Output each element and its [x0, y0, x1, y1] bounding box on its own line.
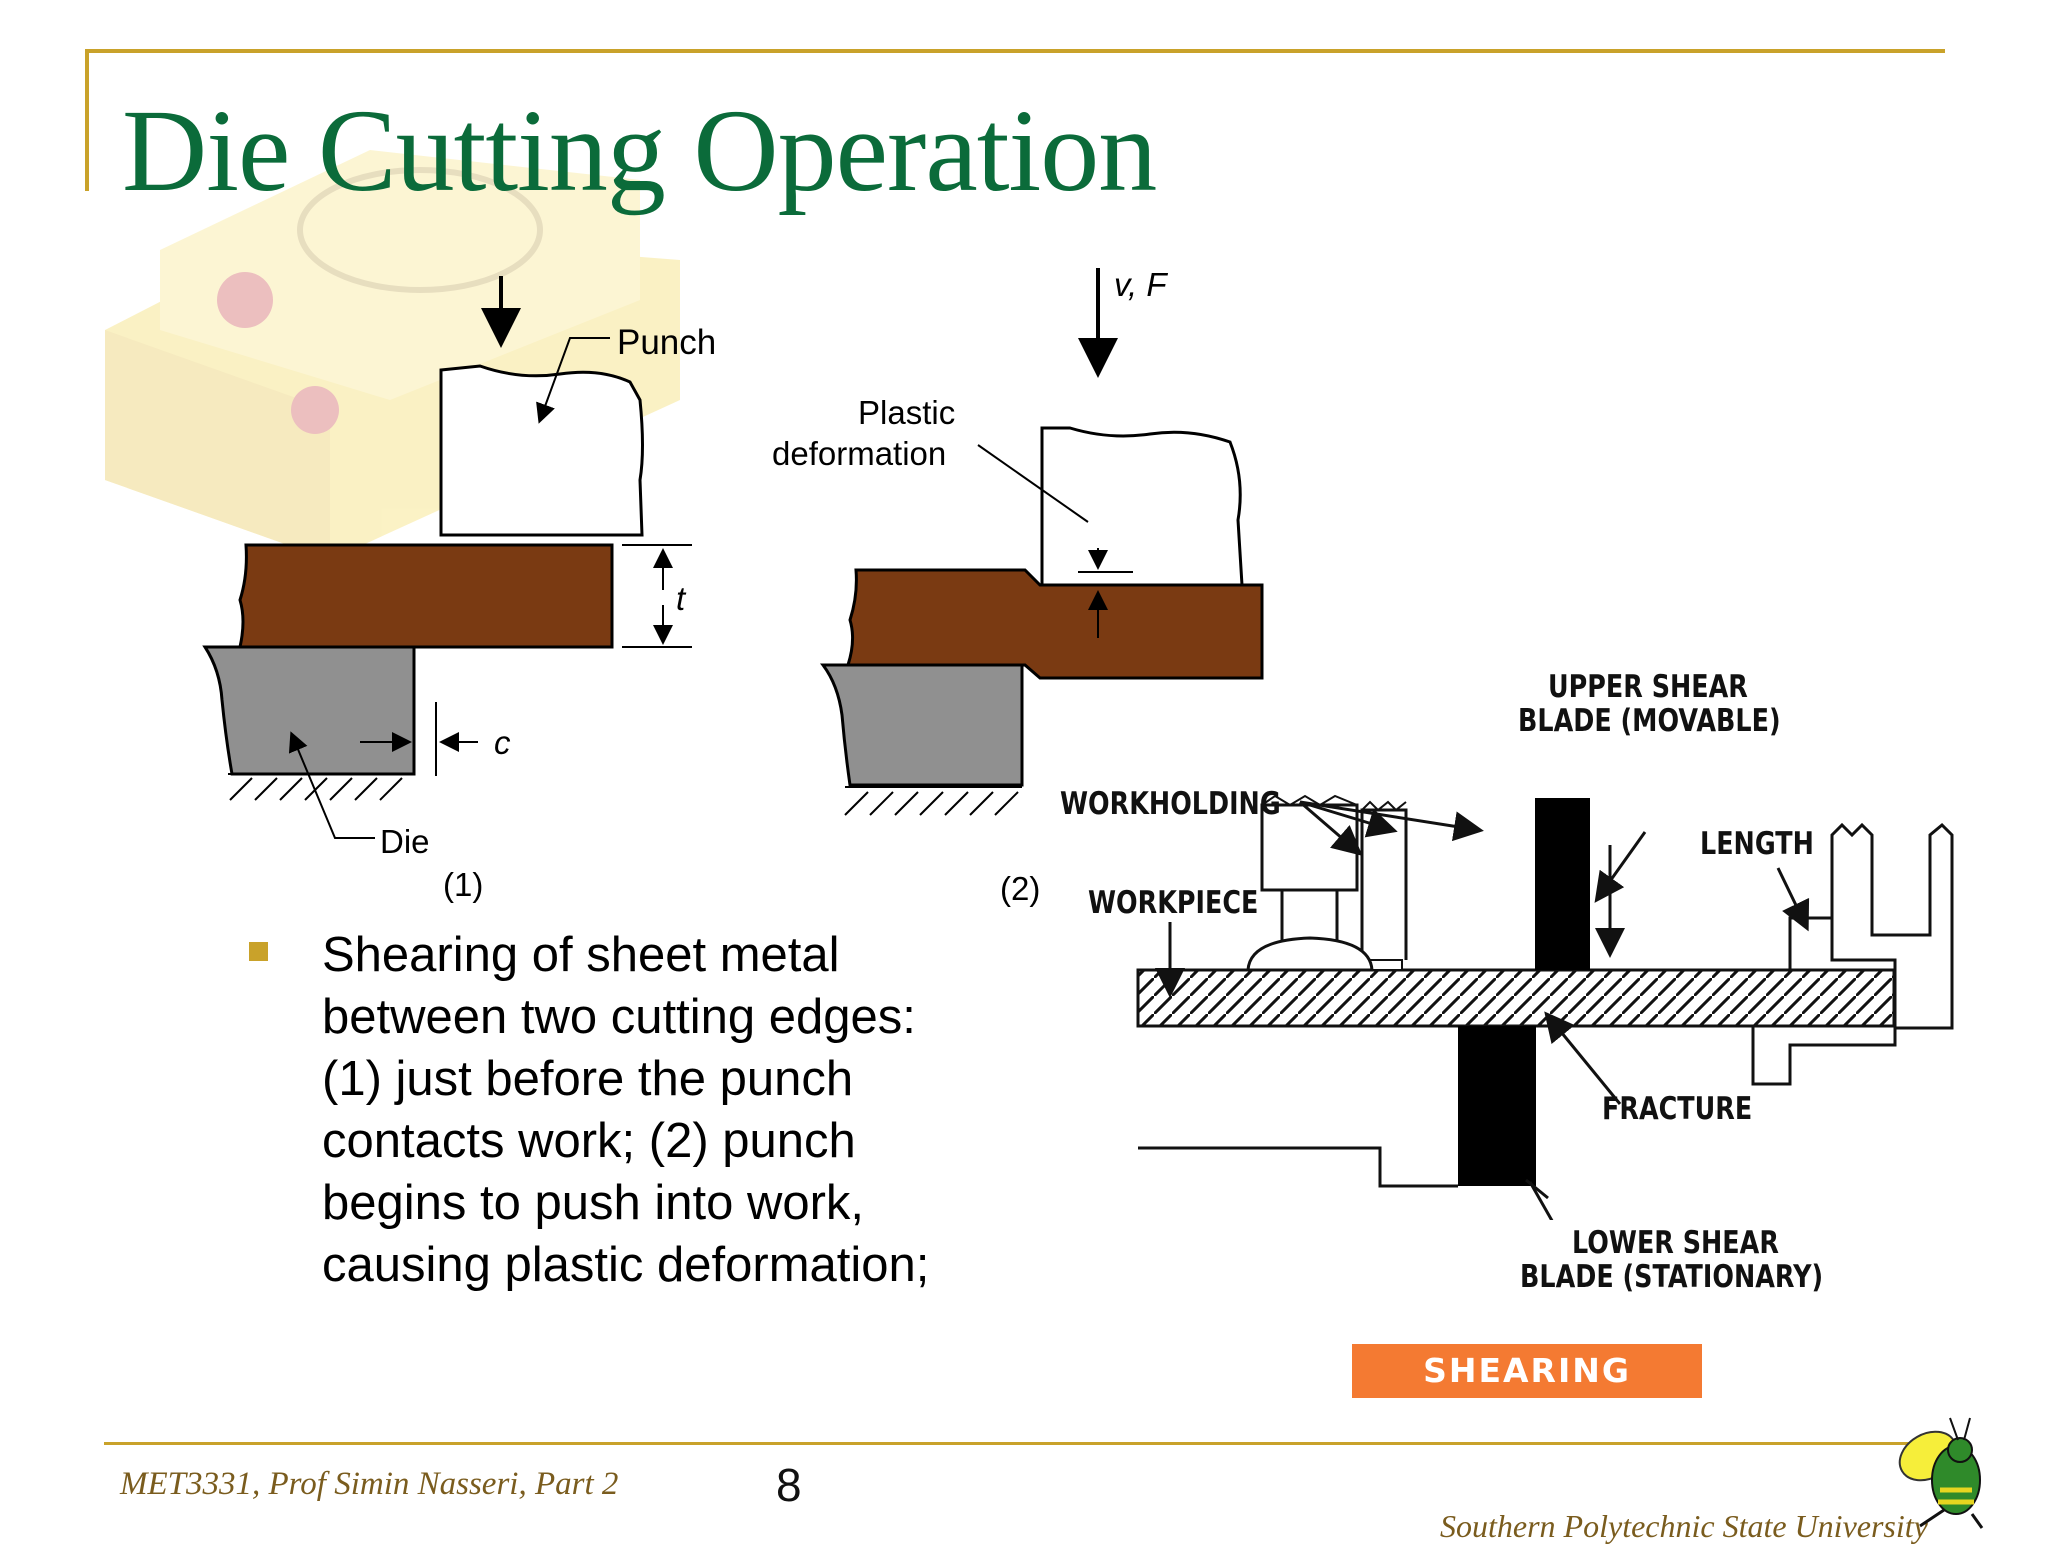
- figure-1-before-contact: [202, 276, 692, 839]
- page-number: 8: [776, 1459, 802, 1511]
- punch-2: [1040, 426, 1244, 587]
- label-upper-blade-2: BLADE (MOVABLE): [1518, 703, 1781, 739]
- label-deformation: deformation: [772, 435, 947, 472]
- punch-1: [439, 364, 644, 537]
- label-upper-blade-1: UPPER SHEAR: [1548, 669, 1748, 705]
- sheet-metal-1: [238, 543, 614, 649]
- sheet-metal-2: [845, 568, 1264, 680]
- footer-course: MET3331, Prof Simin Nasseri, Part 2: [120, 1466, 619, 1502]
- die-2: [820, 663, 1024, 787]
- top-rule: [85, 49, 1945, 53]
- label-t: t: [676, 580, 686, 617]
- hornet-mascot-icon: [1898, 1417, 1984, 1529]
- caption-figure-1: (1): [443, 866, 484, 903]
- footer-rule: [104, 1442, 1914, 1445]
- label-die: Die: [380, 823, 430, 860]
- left-rule: [85, 49, 89, 191]
- slide-title: Die Cutting Operation: [122, 85, 1157, 216]
- die-1: [202, 645, 416, 776]
- caption-figure-2: (2): [1000, 870, 1041, 907]
- bullet-marker-icon: [249, 942, 268, 961]
- label-punch: Punch: [617, 323, 717, 362]
- figure-2-plastic-deformation: [820, 268, 1264, 816]
- label-velocity-force: v, F: [1114, 266, 1167, 303]
- label-fracture: FRACTURE: [1602, 1091, 1753, 1127]
- label-c: c: [494, 724, 511, 761]
- shearing-process-diagram: [1136, 794, 1954, 1220]
- label-lower-blade-1: LOWER SHEAR: [1572, 1225, 1779, 1261]
- label-plastic: Plastic: [858, 394, 956, 431]
- bullet-text: Shearing of sheet metal between two cutt…: [322, 928, 930, 1292]
- die-cutting-diagram: [202, 268, 1264, 839]
- label-workpiece: WORKPIECE: [1088, 885, 1259, 921]
- label-workholding: WORKHOLDING: [1060, 786, 1281, 822]
- shearing-process-banner: SHEARING PROCESS: [1352, 1344, 1702, 1444]
- label-lower-blade-2: BLADE (STATIONARY): [1520, 1259, 1824, 1295]
- footer-university: Southern Polytechnic State University: [1440, 1508, 1928, 1544]
- label-length: LENGTH: [1700, 826, 1814, 862]
